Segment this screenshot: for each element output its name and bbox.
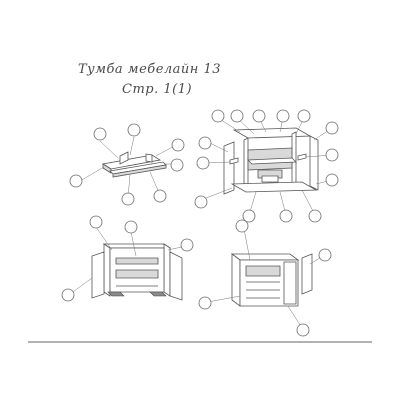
callout-marker (198, 296, 212, 310)
callout-marker (235, 219, 249, 233)
callout-marker (124, 220, 138, 234)
callout-marker (297, 109, 311, 123)
carcass-doors-diagram (61, 215, 194, 302)
callout-marker (308, 209, 322, 223)
callout-marker (196, 156, 210, 170)
callout-marker (61, 288, 75, 302)
callout-marker (171, 138, 185, 152)
callout-marker (279, 209, 293, 223)
callout-marker (325, 121, 339, 135)
callout-marker (127, 123, 141, 137)
callout-marker (69, 174, 83, 188)
callout-marker (230, 109, 244, 123)
drawer-frame-diagram (69, 123, 185, 206)
callout-marker (89, 215, 103, 229)
callout-marker (318, 248, 332, 262)
exploded-carcass-diagram (194, 109, 339, 223)
callout-marker (252, 109, 266, 123)
callout-marker (198, 136, 212, 150)
callout-marker (325, 148, 339, 162)
callout-marker (242, 209, 256, 223)
page-number: Стр. 1(1) (122, 82, 193, 97)
callout-marker (170, 158, 184, 172)
callout-marker (276, 109, 290, 123)
callout-marker (194, 195, 208, 209)
callout-marker (296, 323, 310, 337)
callout-marker (211, 109, 225, 123)
callout-marker (153, 189, 167, 203)
sheet-title: Тумба мебелайн 13 (78, 62, 222, 77)
callout-marker (121, 192, 135, 206)
callout-marker (325, 173, 339, 187)
assembled-cabinet-diagram (198, 219, 332, 337)
callout-marker (93, 127, 107, 141)
callout-marker (180, 238, 194, 252)
